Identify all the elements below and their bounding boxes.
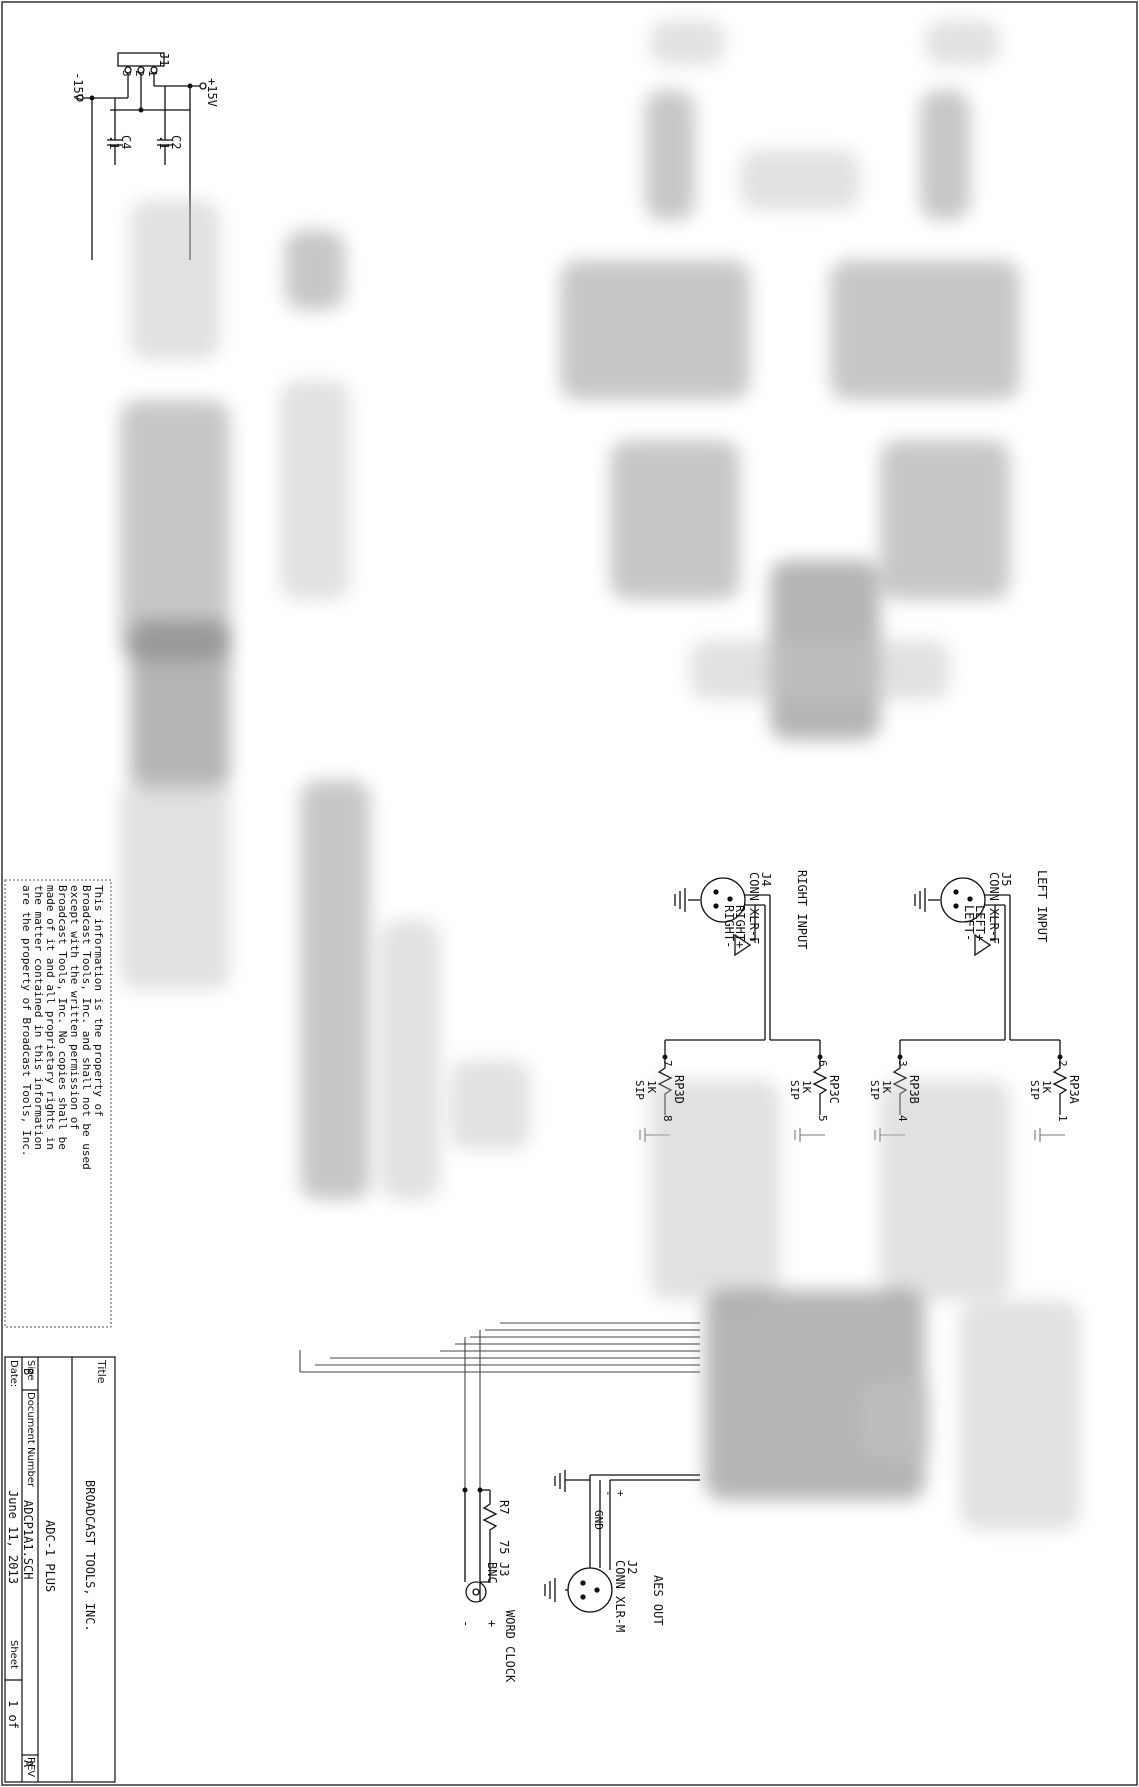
blurred-region — [280, 380, 350, 600]
notice-line: the matter contained in this information — [32, 885, 45, 1150]
rp3c-pin-a: 6 — [816, 1060, 829, 1067]
document-title: ADC-1 PLUS — [43, 1520, 57, 1593]
word-clock-label: WORD CLOCK — [503, 1610, 517, 1683]
j1-pin-3: 3 — [120, 70, 133, 77]
rp3b-pin-a: 3 — [896, 1060, 909, 1067]
rp3d-value: 1K — [645, 1080, 658, 1094]
blurred-region — [880, 440, 1010, 600]
company-name: BROADCAST TOOLS, INC. — [83, 1480, 97, 1632]
rp3d-pin-a: 7 — [661, 1060, 674, 1067]
resistor-rp3c — [812, 1060, 828, 1115]
blurred-region — [650, 1080, 780, 1300]
blurred-region — [120, 400, 230, 660]
sheet-label: Sheet — [8, 1640, 19, 1669]
blurred-region — [830, 260, 1020, 400]
rp3d-ref: RP3D — [672, 1075, 686, 1104]
notice-line: Broadcast Tools, Inc. and shall not be u… — [80, 885, 93, 1170]
rp3c-ref: RP3C — [827, 1075, 841, 1104]
blurred-region — [880, 1080, 1010, 1300]
aes-minus-label: - — [602, 1490, 615, 1497]
rp3a-ref: RP3A — [1067, 1075, 1081, 1104]
date-value: June 11, 2013 — [6, 1490, 20, 1584]
blurred-region — [690, 640, 950, 700]
rp3a-pkg: SIP — [1028, 1080, 1041, 1100]
revision: A — [21, 1760, 35, 1768]
blurred-region — [300, 780, 370, 1200]
plus-15v-label: +15V — [205, 78, 219, 107]
blurred-region — [130, 620, 230, 790]
rp3c-pkg: SIP — [788, 1080, 801, 1100]
blurred-region — [120, 780, 230, 990]
aes-out-connector — [544, 1470, 700, 1613]
j5-type: CONN XLR-F — [987, 872, 1001, 945]
r7-ref: R7 — [497, 1500, 511, 1515]
rp3b-ref: RP3B — [907, 1075, 921, 1104]
rp3d-pin-b: 8 — [661, 1115, 674, 1122]
blurred-region — [285, 230, 345, 310]
resistor-rp3a — [1052, 1060, 1068, 1115]
title-block — [4, 1356, 116, 1783]
blurred-region — [450, 1060, 530, 1150]
rp3a-value: 1K — [1040, 1080, 1053, 1094]
rp3c-pin-b: 5 — [816, 1115, 829, 1122]
word-clock-plus: + — [485, 1620, 499, 1628]
blurred-region — [925, 20, 1000, 65]
rp3b-pin-b: 4 — [896, 1115, 909, 1122]
blurred-region — [610, 440, 740, 600]
right-minus-net: RIGHT- — [722, 905, 736, 949]
rp3a-pin-a: 2 — [1056, 1060, 1069, 1067]
j3-type: BNC — [485, 1562, 499, 1584]
blurred-region — [650, 20, 725, 65]
blurred-region — [645, 90, 695, 220]
rp3a-pin-b: 1 — [1056, 1115, 1069, 1122]
aes-plus-label: + — [614, 1490, 627, 1497]
j1-pin-2: 2 — [133, 70, 146, 77]
notice-line: are the property of Broadcast Tools, Inc… — [20, 885, 33, 1157]
j1-label: J1 — [157, 52, 171, 67]
word-clock-minus: - — [459, 1620, 473, 1628]
blurred-region — [380, 920, 440, 1200]
blurred-region — [960, 1300, 1080, 1530]
rp3c-value: 1K — [800, 1080, 813, 1094]
rp3b-value: 1K — [880, 1080, 893, 1094]
j2-type: CONN XLR-M — [613, 1560, 627, 1633]
notice-line: made of it and all proprietary rights in — [44, 885, 57, 1150]
doc-number: ADCP1A1.SCH — [21, 1500, 35, 1580]
blurred-region — [920, 90, 970, 220]
left-input-label: LEFT INPUT — [1035, 870, 1049, 943]
proprietary-notice: This information is the property of Broa… — [20, 885, 105, 1170]
left-input-connector — [899, 877, 1061, 1060]
r7-value: 75 — [497, 1540, 511, 1555]
blurred-region — [860, 1380, 930, 1460]
notice-line: This information is the property of — [92, 885, 105, 1117]
rp3b-pkg: SIP — [868, 1080, 881, 1100]
doc-number-label: Document Number — [25, 1392, 36, 1488]
aes-out-label: AES OUT — [651, 1575, 665, 1626]
aes-gnd-label: GND — [592, 1510, 605, 1530]
date-label: Date: — [8, 1360, 19, 1388]
notice-line: Broadcast Tools, Inc. No copies shall be — [56, 885, 69, 1150]
blurred-region — [740, 150, 860, 210]
right-input-connector — [664, 877, 821, 1060]
left-minus-net: LEFT- — [962, 905, 976, 942]
right-input-label: RIGHT INPUT — [795, 870, 809, 950]
minus-15v-label: -15V — [71, 72, 85, 101]
word-clock-connector — [464, 1489, 498, 1603]
c4-value: .1 — [107, 135, 121, 150]
j1-pin-1: 1 — [146, 70, 159, 77]
c2-value: .1 — [157, 135, 171, 150]
sheet-size: B — [21, 1368, 35, 1376]
notice-box — [4, 879, 112, 1328]
sheet-number: 1 of — [6, 1700, 20, 1729]
notice-line: except with the written permission of — [68, 885, 81, 1131]
blurred-region — [560, 260, 750, 400]
blurred-region — [130, 200, 220, 360]
rp3d-pkg: SIP — [633, 1080, 646, 1100]
j4-type: CONN XLR-F — [747, 872, 761, 945]
title-label: Title — [95, 1360, 108, 1384]
